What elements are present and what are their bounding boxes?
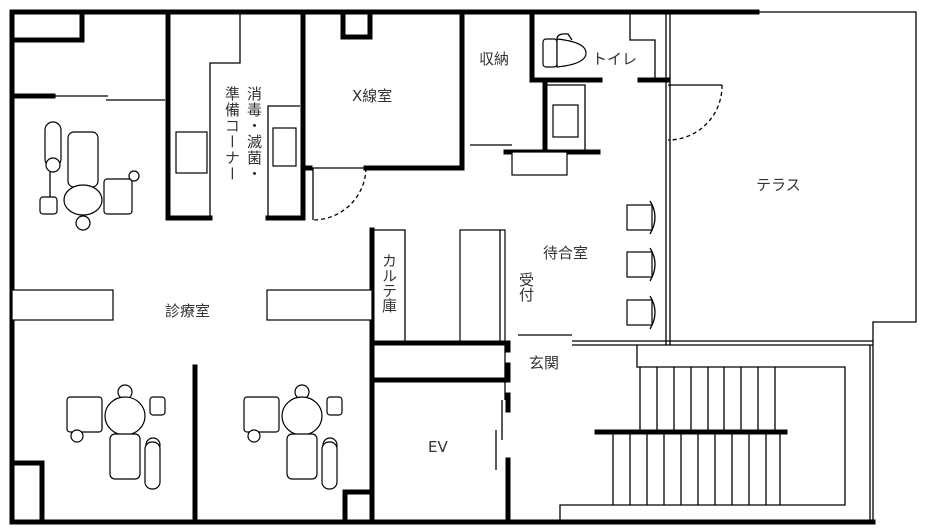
room-label-elevator: EV	[428, 438, 448, 456]
toilet-icon	[542, 33, 587, 68]
room-label-terrace: テラス	[756, 176, 801, 194]
room-label-reception: 受付	[517, 272, 535, 303]
room-label-toilet: トイレ	[592, 50, 637, 68]
dental-chair[interactable]	[66, 384, 166, 490]
room-label-waiting: 待合室	[543, 244, 588, 262]
room-label-entrance: 玄関	[529, 354, 559, 372]
waiting-chair[interactable]	[626, 295, 656, 330]
room-label-storage: 収納	[479, 50, 509, 68]
waiting-chairs	[626, 200, 656, 330]
dental-chair[interactable]	[39, 121, 140, 231]
waiting-chair[interactable]	[626, 247, 656, 282]
staircase	[559, 345, 846, 522]
room-label-prep-corner: 準備コーナー	[223, 86, 241, 182]
room-label-xray: X線室	[352, 87, 392, 105]
room-label-treatment: 診療室	[165, 302, 210, 320]
waiting-chair[interactable]	[626, 200, 656, 235]
walls	[9, 9, 917, 525]
room-label-records: カルテ庫	[380, 253, 398, 313]
dental-chair[interactable]	[243, 384, 343, 490]
room-label-sterilization: 消毒・滅菌・	[245, 86, 263, 182]
